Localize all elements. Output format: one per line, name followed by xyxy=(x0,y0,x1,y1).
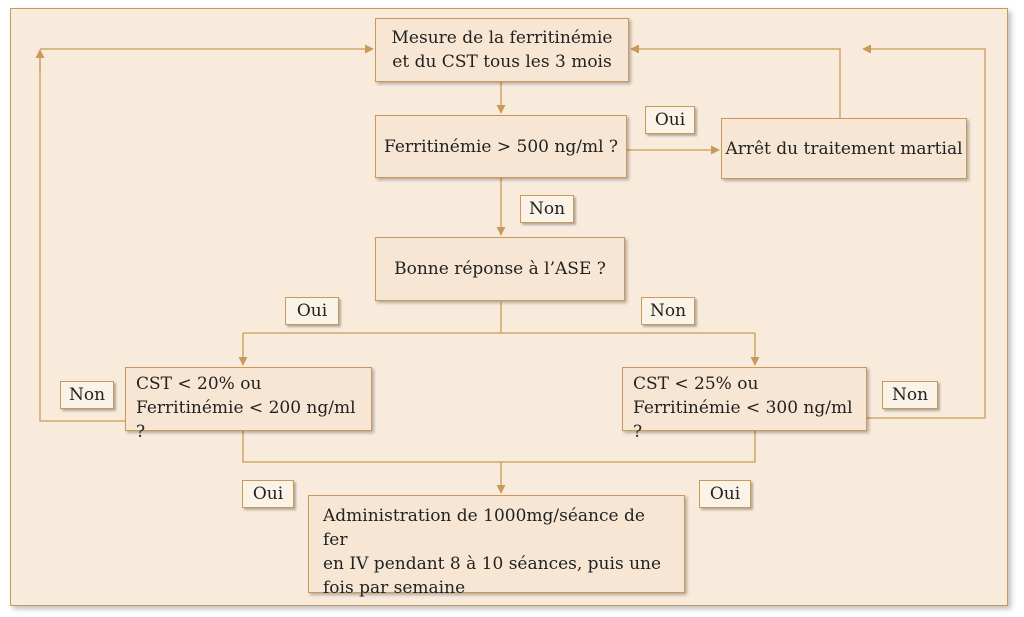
node-administration-line-2: en IV pendant 8 à 10 séances, puis une xyxy=(323,554,662,574)
node-ase-response: Bonne réponse à l’ASE ? xyxy=(375,237,625,301)
line-ase-split xyxy=(243,302,755,334)
node-measure-line-1: Mesure de la ferritinémie xyxy=(391,28,613,48)
node-cst-right-line-1: CST < 25% ou xyxy=(633,374,759,394)
label-non-loop-right: Non xyxy=(882,381,938,409)
node-ferritin-check-text: Ferritinémie > 500 ng/ml ? xyxy=(383,136,619,157)
label-oui-admin-right: Oui xyxy=(699,480,751,508)
node-cst-right-line-2: Ferritinémie < 300 ng/ml ? xyxy=(633,398,853,442)
merge-to-administration xyxy=(242,431,756,493)
node-administration-line-3: fois par semaine xyxy=(323,578,466,598)
node-cst-left-line-1: CST < 20% ou xyxy=(136,374,262,394)
loop-stop-to-measure xyxy=(630,44,841,120)
loop-right-to-measure xyxy=(862,44,986,419)
label-non-right: Non xyxy=(641,297,695,325)
label-oui-stop: Oui xyxy=(645,106,695,134)
node-administration: Administration de 1000mg/séance de fer e… xyxy=(308,495,685,598)
loop-left-to-measure xyxy=(39,50,125,422)
node-ferritin-check: Ferritinémie > 500 ng/ml ? xyxy=(375,115,627,178)
node-cst-right: CST < 25% ou Ferritinémie < 300 ng/ml ? xyxy=(622,367,867,442)
label-oui-left: Oui xyxy=(285,297,339,325)
node-administration-line-1: Administration de 1000mg/séance de fer xyxy=(323,506,645,550)
label-oui-admin-left: Oui xyxy=(242,480,294,508)
node-stop-treatment: Arrêt du traitement martial xyxy=(721,118,967,179)
label-non-loop-left: Non xyxy=(60,381,114,409)
label-non-ase: Non xyxy=(520,195,574,223)
node-cst-left: CST < 20% ou Ferritinémie < 200 ng/ml ? xyxy=(125,367,372,442)
node-cst-left-line-2: Ferritinémie < 200 ng/ml ? xyxy=(136,398,356,442)
node-measure-line-2: et du CST tous les 3 mois xyxy=(392,52,612,72)
node-ase-response-text: Bonne réponse à l’ASE ? xyxy=(394,259,606,279)
node-stop-treatment-text: Arrêt du traitement martial xyxy=(725,138,963,159)
node-measure: Mesure de la ferritinémie et du CST tous … xyxy=(375,18,629,82)
